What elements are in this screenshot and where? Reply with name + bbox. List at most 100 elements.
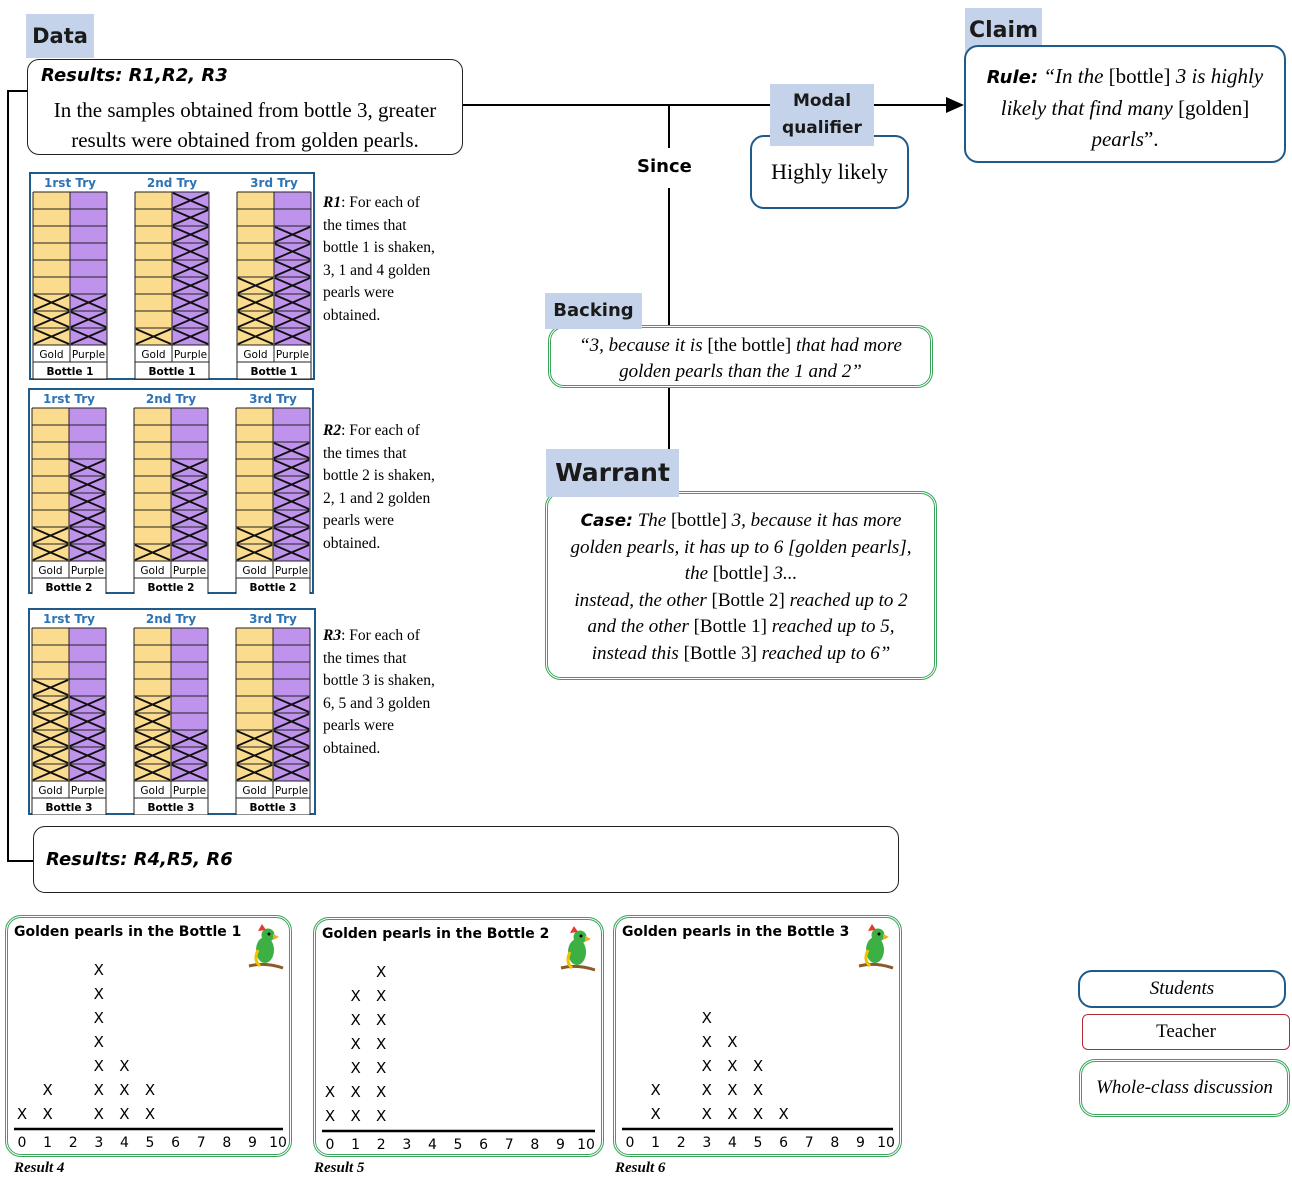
dot-plot-title: Golden pearls in the Bottle 2 <box>322 926 550 942</box>
dot-plot-title: Golden pearls in the Bottle 1 <box>14 924 242 940</box>
purple-pearl-cross <box>273 747 310 764</box>
x-tick-label: 6 <box>779 1135 788 1151</box>
x-tick-label: 4 <box>428 1137 437 1153</box>
modal-qualifier-text: Highly likely <box>771 159 888 184</box>
purple-pearl-cross <box>171 527 208 544</box>
gold-pearl-cross <box>134 747 171 764</box>
x-tick-label: 2 <box>69 1135 78 1151</box>
x-tick-label: 10 <box>577 1137 595 1153</box>
gold-pearl-cross <box>236 527 273 544</box>
gold-pearl-cross <box>33 328 70 345</box>
x-tick-label: 9 <box>248 1135 257 1151</box>
gold-pearl-cross <box>32 747 69 764</box>
gold-column <box>236 628 273 781</box>
gold-pearl-cross <box>135 328 172 345</box>
try-label: 1rst Try <box>43 612 95 626</box>
r3-line: pearls were <box>323 717 394 735</box>
purple-column <box>70 192 107 345</box>
r2-line: 2, 1 and 2 golden <box>323 489 431 507</box>
x-tick-label: 8 <box>830 1135 839 1151</box>
bottle-label: Bottle 1 <box>251 366 298 378</box>
data-point-x: X <box>702 1009 712 1027</box>
gold-column-label: Gold <box>242 785 266 797</box>
warrant-l5a: and the other <box>587 616 689 638</box>
gold-pearl-cross <box>134 544 171 561</box>
gold-column <box>33 192 70 345</box>
purple-pearl-cross <box>273 544 310 561</box>
gold-pearl-cross <box>32 527 69 544</box>
data-point-x: X <box>119 1105 129 1123</box>
x-tick-label: 2 <box>677 1135 686 1151</box>
results-top-box: Results: R1,R2, R3 In the samples obtain… <box>27 59 463 155</box>
try-label: 2nd Try <box>146 612 196 626</box>
gold-pearl-cross <box>237 294 274 311</box>
data-point-x: X <box>753 1105 763 1123</box>
data-point-x: X <box>350 987 360 1005</box>
r1-lead: : For each of <box>341 194 420 211</box>
x-tick-label: 2 <box>377 1137 386 1153</box>
warrant-case-label: Case: <box>580 511 633 531</box>
purple-pearl-cross <box>69 730 106 747</box>
try-label: 3rd Try <box>250 176 298 190</box>
purple-column-label: Purple <box>275 565 308 577</box>
warrant-text: Case: The [bottle] 3, because it has mor… <box>548 508 934 668</box>
r3-line: 6, 5 and 3 golden <box>323 694 431 712</box>
purple-pearl-cross <box>70 328 107 345</box>
x-tick-label: 7 <box>805 1135 814 1151</box>
claim-l3b: ”. <box>1143 127 1159 151</box>
data-point-x: X <box>702 1057 712 1075</box>
gold-column <box>236 408 273 561</box>
claim-l1b: [bottle] <box>1108 64 1171 88</box>
legend-students: Students <box>1078 970 1286 1008</box>
backing-tab: Backing <box>545 293 642 329</box>
data-point-x: X <box>376 1083 386 1101</box>
purple-column-label: Purple <box>174 349 207 361</box>
purple-pearl-cross <box>273 527 310 544</box>
x-tick-label: 7 <box>197 1135 206 1151</box>
purple-pearl-cross <box>69 544 106 561</box>
purple-pearl-cross <box>70 294 107 311</box>
r2-line: pearls were <box>323 512 394 530</box>
data-point-x: X <box>702 1081 712 1099</box>
backing-box: “3, because it is [the bottle] that had … <box>548 325 933 388</box>
data-point-x: X <box>650 1081 660 1099</box>
purple-pearl-cross <box>273 442 310 459</box>
bottle-label: Bottle 3 <box>46 802 93 814</box>
data-point-x: X <box>350 1011 360 1029</box>
purple-pearl-cross <box>273 459 310 476</box>
data-point-x: X <box>753 1057 763 1075</box>
x-tick-label: 9 <box>856 1135 865 1151</box>
data-point-x: X <box>376 987 386 1005</box>
purple-pearl-cross <box>172 328 209 345</box>
bottle-label: Bottle 2 <box>148 582 195 594</box>
x-tick-label: 10 <box>877 1135 895 1151</box>
purple-pearl-cross <box>273 713 310 730</box>
r1-description: R1: For each of the times that bottle 1 … <box>323 192 435 328</box>
gold-column-label: Gold <box>38 785 62 797</box>
purple-pearl-cross <box>69 764 106 781</box>
modal-qualifier-box: Highly likely <box>750 135 909 209</box>
r1-line: the times that <box>323 216 407 234</box>
claim-l1c: 3 is highly <box>1175 64 1264 88</box>
purple-pearl-cross <box>274 294 311 311</box>
purple-pearl-cross <box>273 476 310 493</box>
gold-column-label: Gold <box>141 349 165 361</box>
gold-pearl-cross <box>134 713 171 730</box>
r2-line: bottle 2 is shaken, <box>323 467 435 485</box>
try-label: 2nd Try <box>146 392 196 406</box>
purple-pearl-cross <box>69 713 106 730</box>
claim-l3a: pearls <box>1091 127 1144 151</box>
data-point-x: X <box>376 1059 386 1077</box>
data-point-x: X <box>350 1107 360 1125</box>
data-point-x: X <box>94 1009 104 1027</box>
backing-l1b: [the bottle] <box>707 335 792 356</box>
backing-l1c: that had more <box>795 335 902 356</box>
data-point-x: X <box>42 1081 52 1099</box>
gold-pearl-cross <box>134 764 171 781</box>
warrant-l1c: 3, because it has more <box>731 510 902 531</box>
parrot-icon <box>858 924 894 970</box>
purple-column-label: Purple <box>173 565 206 577</box>
purple-pearl-cross <box>171 764 208 781</box>
warrant-l1a: The <box>637 510 667 531</box>
r1-line: pearls were <box>323 284 394 302</box>
